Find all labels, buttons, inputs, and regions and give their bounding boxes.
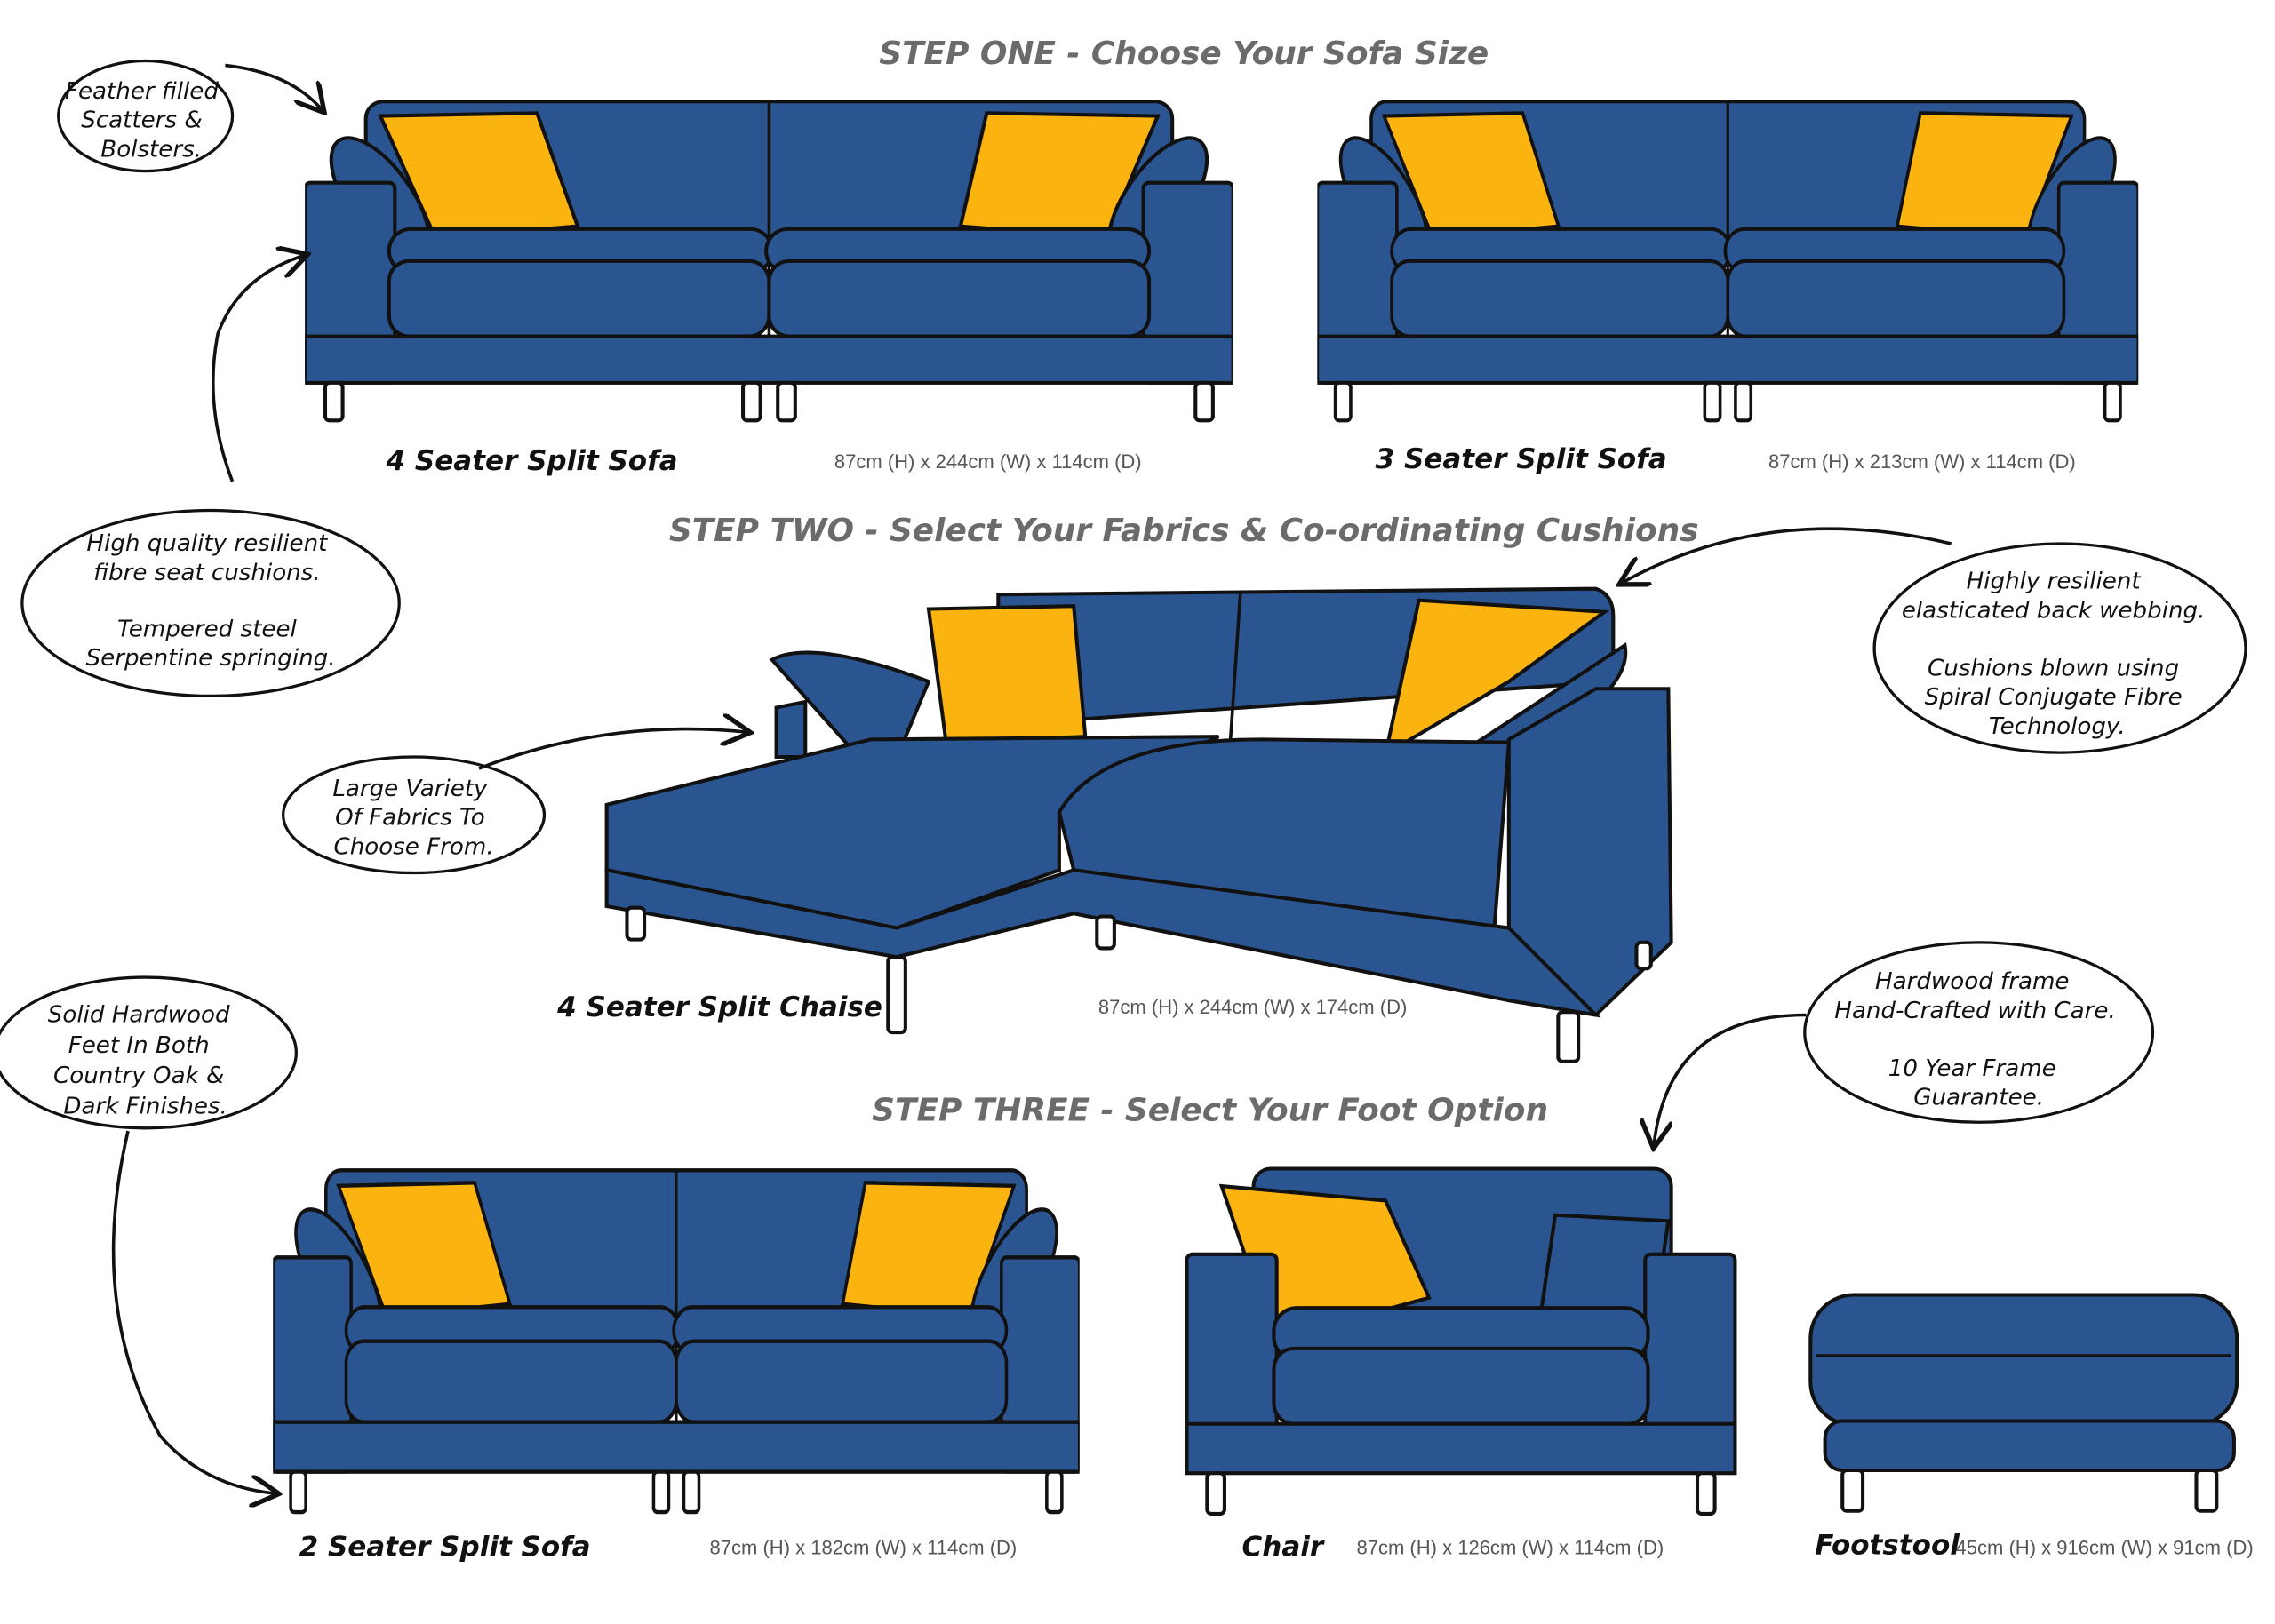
two-seater-sofa-illustration	[273, 1170, 1079, 1512]
svg-text:Feather filled Scatters: Feather filled Scatters & Bolsters.	[65, 78, 226, 163]
callout-feet: Solid Hardwood Feet In Both Country Oak …	[0, 975, 298, 1493]
product-dims: 87cm (H) x 182cm (W) x 114cm (D)	[710, 1537, 1018, 1559]
svg-text:High quality resilient f: High quality resilient fibre seat cushio…	[86, 530, 336, 672]
product-dims: 45cm (H) x 916cm (W) x 91cm (D)	[1956, 1537, 2254, 1559]
step-three-heading: STEP THREE - Select Your Foot Option	[872, 1093, 1548, 1129]
svg-text:Highly resilient elastic: Highly resilient elasticated back webbin…	[1902, 569, 2213, 740]
three-seater-sofa-illustration	[1317, 101, 2138, 420]
chair-illustration	[1185, 1166, 1737, 1516]
product-name: 4 Seater Split Sofa	[386, 445, 678, 477]
svg-text:Large Variety Of Fabrics: Large Variety Of Fabrics To Choose From.	[332, 776, 494, 860]
step-two-heading: STEP TWO - Select Your Fabrics & Co-ordi…	[669, 513, 1699, 549]
svg-text:Hardwood frame Hand-Craf: Hardwood frame Hand-Crafted with Care. 1…	[1834, 968, 2123, 1111]
callout-seat: High quality resilient fibre seat cushio…	[20, 255, 401, 698]
callout-fabrics: Large Variety Of Fabrics To Choose From.	[282, 729, 747, 875]
step-one-heading: STEP ONE - Choose Your Sofa Size	[879, 36, 1489, 72]
callout-webbing: Highly resilient elasticated back webbin…	[1622, 527, 2247, 754]
product-name: 4 Seater Split Chaise	[556, 991, 882, 1023]
chaise-sofa-illustration	[604, 586, 1673, 1063]
product-name: 3 Seater Split Sofa	[1376, 443, 1667, 475]
four-seater-sofa-illustration	[305, 101, 1233, 420]
product-name: Footstool	[1815, 1530, 1960, 1562]
footstool-illustration	[1808, 1293, 2239, 1513]
product-dims: 87cm (H) x 126cm (W) x 114cm (D)	[1356, 1537, 1664, 1559]
product-dims: 87cm (H) x 244cm (W) x 174cm (D)	[1098, 996, 1407, 1018]
product-dims: 87cm (H) x 244cm (W) x 114cm (D)	[834, 450, 1142, 473]
product-name: 2 Seater Split Sofa	[299, 1531, 591, 1563]
callout-frame: Hardwood frame Hand-Crafted with Care. 1…	[1654, 941, 2155, 1146]
product-name: Chair	[1242, 1531, 1325, 1563]
svg-text:Solid Hardwood Feet In B: Solid Hardwood Feet In Both Country Oak …	[48, 1002, 237, 1120]
callout-feather: Feather filled Scatters & Bolsters.	[57, 59, 323, 173]
product-dims: 87cm (H) x 213cm (W) x 114cm (D)	[1768, 450, 2076, 473]
